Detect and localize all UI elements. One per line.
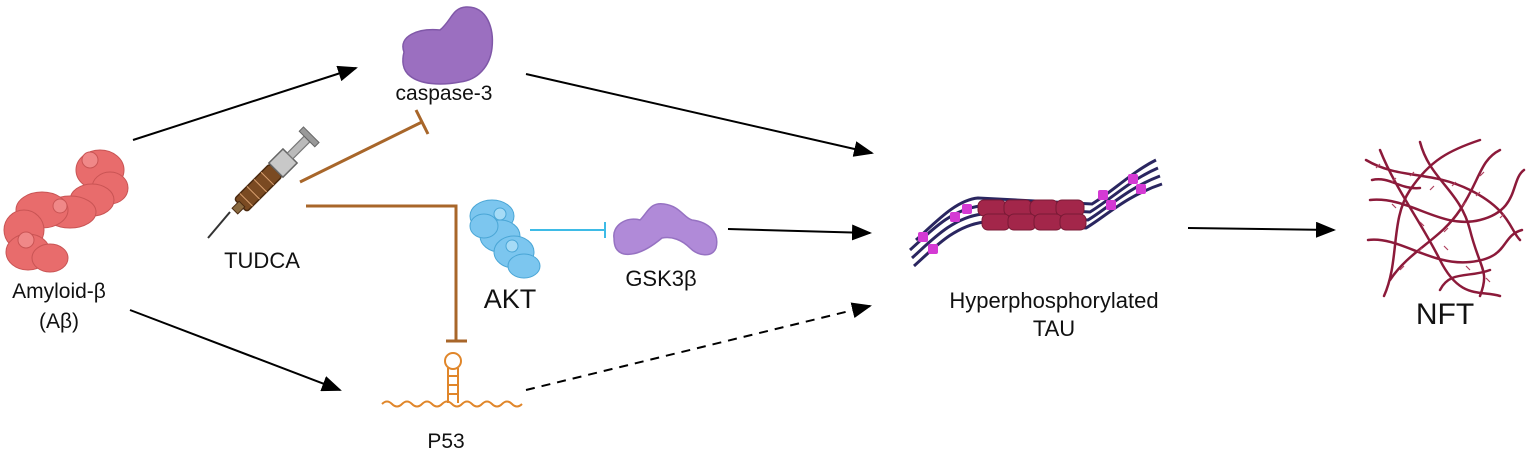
nft-label: NFT xyxy=(1415,298,1475,331)
gsk3b-label: GSK3β xyxy=(625,266,697,291)
neurofibrillary-tangle-texture xyxy=(1375,163,1505,283)
amyloid-label-line2: (Aβ) xyxy=(38,310,80,333)
edge-amyloid-to-p53 xyxy=(129,309,342,392)
gsk3b-protein-icon xyxy=(613,203,718,256)
edge-akt-inhibits-gsk3b xyxy=(530,222,606,238)
edge-tau-to-nft xyxy=(1187,221,1336,238)
akt-label: AKT xyxy=(483,284,537,314)
edge-caspase-to-tau xyxy=(525,73,874,157)
tau-filament-icon xyxy=(908,158,1163,268)
edge-gsk3b-to-tau xyxy=(727,224,872,241)
p53-rna-icon xyxy=(381,352,523,408)
edge-tudca-inhibits-p53 xyxy=(306,204,467,343)
tudca-label: TUDCA xyxy=(224,248,300,273)
tau-label-line1: Hyperphosphorylated xyxy=(949,288,1159,313)
syringe-icon xyxy=(207,126,320,239)
caspase-3-label: caspase-3 xyxy=(395,82,493,105)
p53-label: P53 xyxy=(427,430,465,453)
edge-p53-to-tau xyxy=(525,302,872,391)
tau-label-line2: TAU xyxy=(1032,316,1076,341)
amyloid-label: Amyloid-β (Aβ) xyxy=(0,280,118,334)
caspase-3-protein-icon xyxy=(402,6,494,85)
neurofibrillary-tangle-icon xyxy=(1364,138,1526,298)
amyloid-label-line1: Amyloid-β xyxy=(12,280,106,303)
edge-tudca-inhibits-caspase xyxy=(299,109,430,184)
edge-amyloid-to-caspase xyxy=(132,65,358,141)
akt-protein-icon xyxy=(469,199,541,279)
amyloid-protein-icon xyxy=(3,149,129,273)
tau-label: Hyperphosphorylated TAU xyxy=(904,288,1204,342)
